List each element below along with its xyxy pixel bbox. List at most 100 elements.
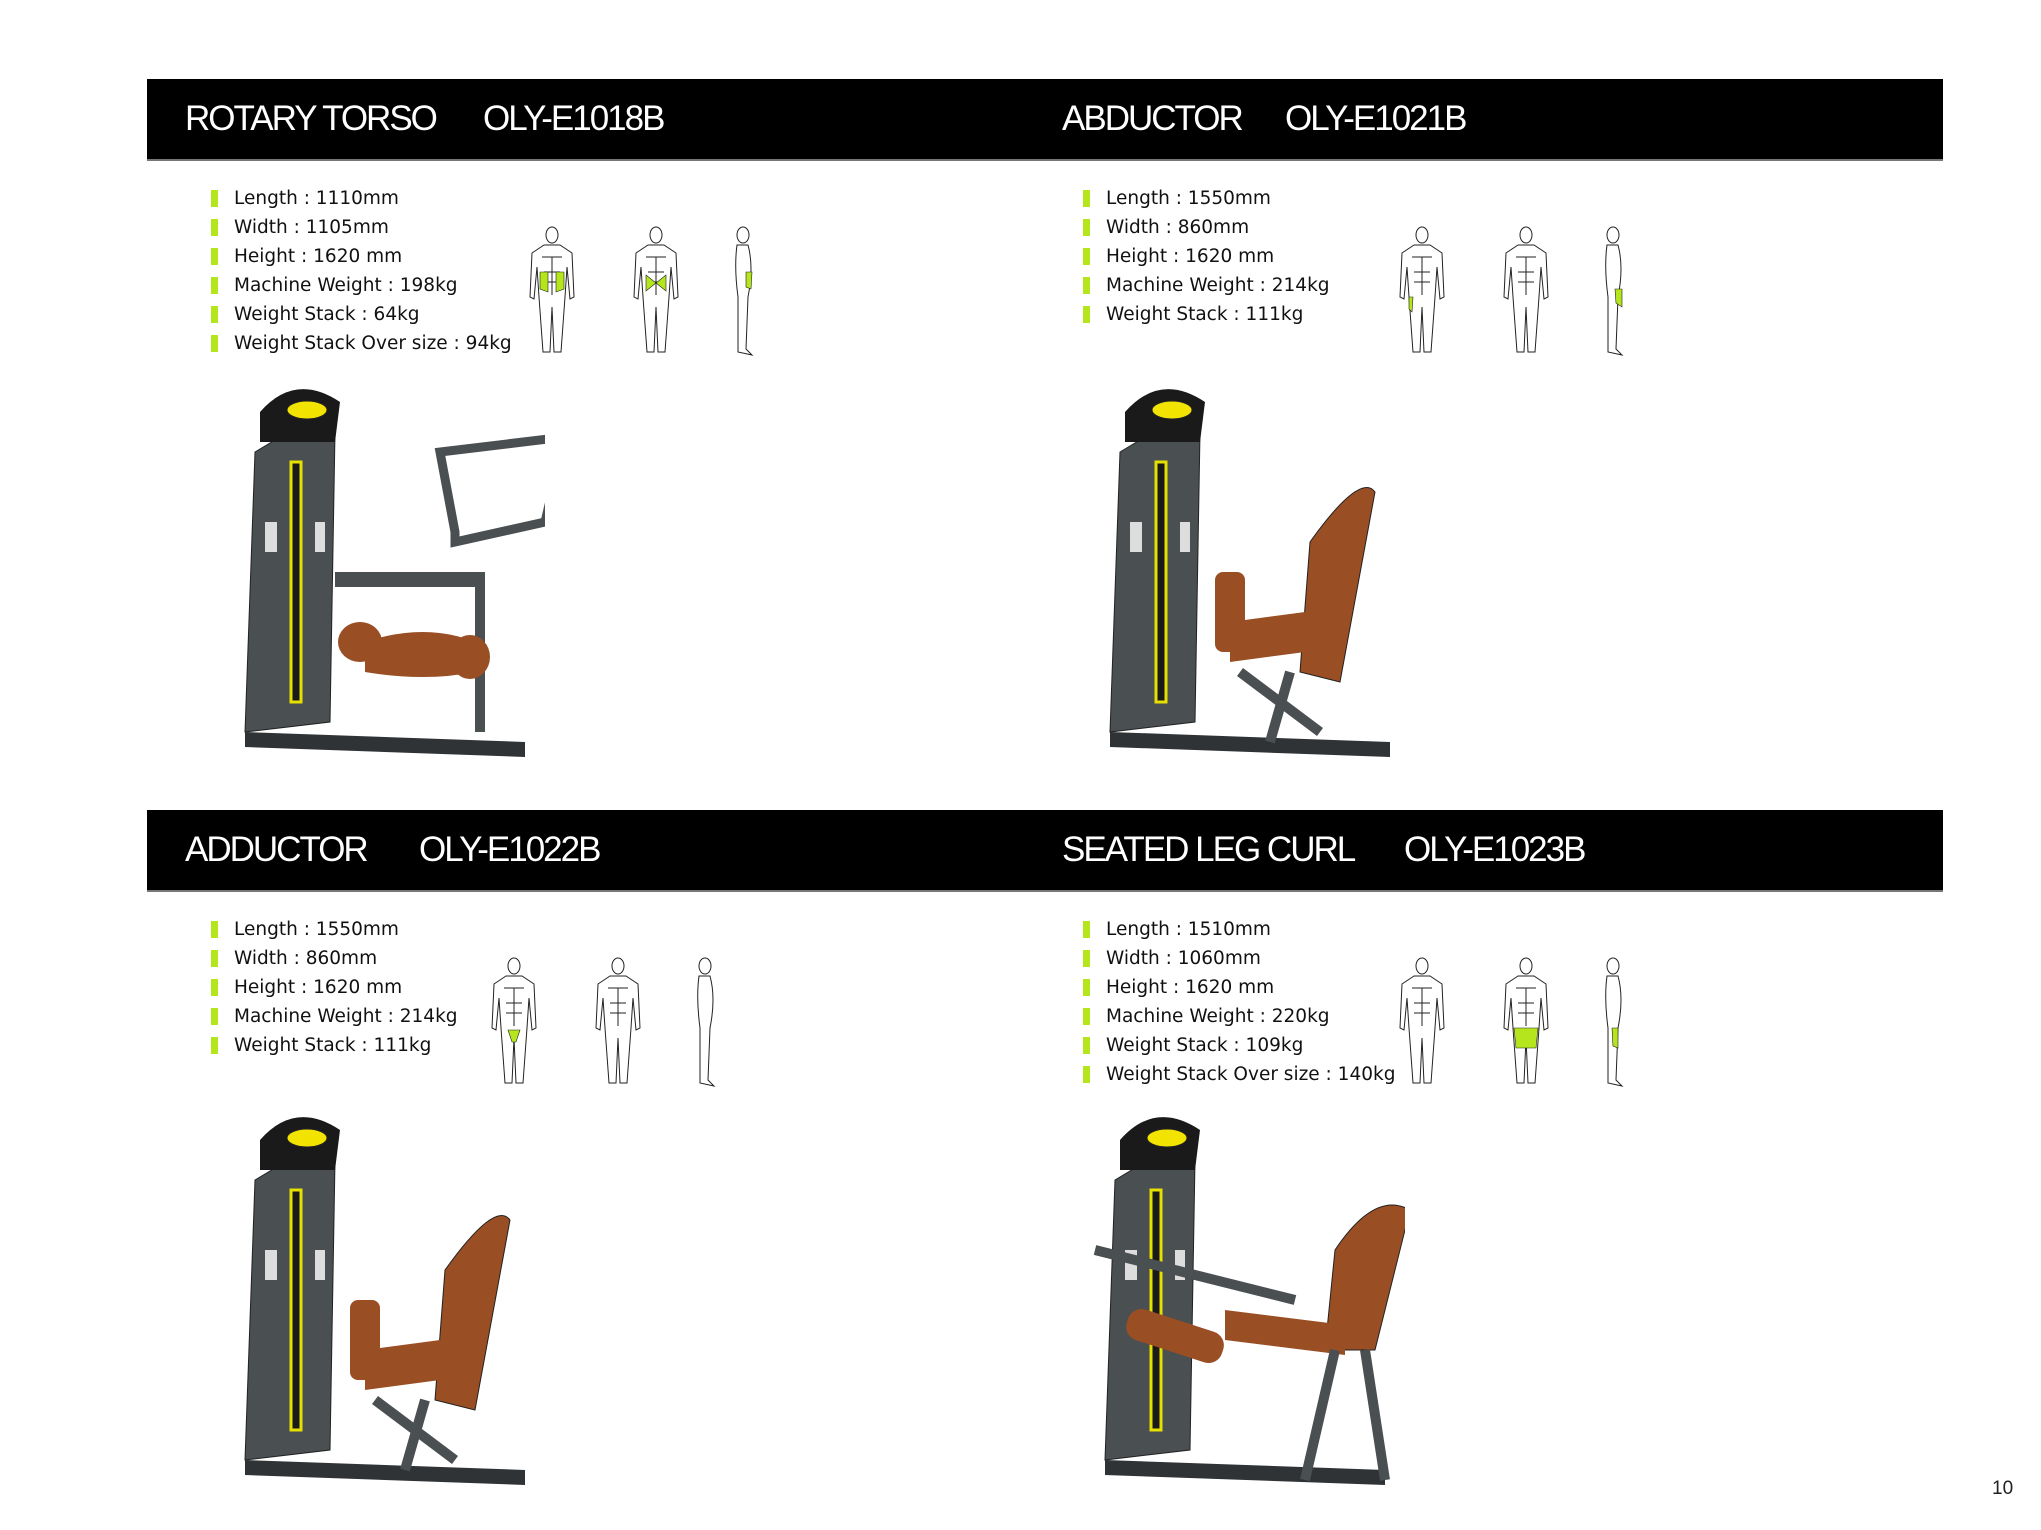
body-front-figure-icon xyxy=(529,226,575,353)
product-model: OLY-E1018B xyxy=(483,99,665,138)
spec-text: Length : 1510mm xyxy=(1106,919,1271,940)
product-model: OLY-E1022B xyxy=(419,830,601,869)
spec-item: Length : 1510mm xyxy=(1083,915,1395,944)
spec-text: Weight Stack : 64kg xyxy=(234,304,420,325)
spec-item: Machine Weight : 198kg xyxy=(211,271,512,300)
machine-image xyxy=(1109,389,1390,757)
body-back-figure-icon xyxy=(1503,226,1549,353)
product-model: OLY-E1023B xyxy=(1404,830,1586,869)
bullet-icon xyxy=(211,335,218,352)
bullet-icon xyxy=(1083,190,1090,207)
spec-text: Length : 1550mm xyxy=(234,919,399,940)
spec-item: Machine Weight : 214kg xyxy=(1083,271,1330,300)
spec-item: Machine Weight : 214kg xyxy=(211,1002,458,1031)
machine-photo xyxy=(225,1100,545,1505)
machine-photo xyxy=(225,372,571,777)
spec-item: Machine Weight : 220kg xyxy=(1083,1002,1395,1031)
bullet-icon xyxy=(1083,219,1090,236)
spec-text: Weight Stack : 111kg xyxy=(234,1035,432,1056)
product-title: ADDUCTOR xyxy=(185,830,369,869)
bullet-icon xyxy=(211,219,218,236)
spec-text: Weight Stack Over size : 94kg xyxy=(234,333,512,354)
spec-text: Machine Weight : 214kg xyxy=(234,1006,458,1027)
spec-item: Weight Stack Over size : 94kg xyxy=(211,329,512,358)
bullet-icon xyxy=(1083,306,1090,323)
body-front-figure-icon xyxy=(1399,957,1445,1084)
bullet-icon xyxy=(211,979,218,996)
spec-item: Width : 860mm xyxy=(211,944,458,973)
muscle-diagram xyxy=(482,953,730,1088)
body-side-figure-icon xyxy=(697,957,716,1087)
spec-item: Width : 860mm xyxy=(1083,213,1330,242)
bullet-icon xyxy=(1083,277,1090,294)
page-number: 10 xyxy=(1992,1478,2014,1499)
bullet-icon xyxy=(211,921,218,938)
spec-item: Length : 1550mm xyxy=(211,915,458,944)
bullet-icon xyxy=(211,950,218,967)
spec-text: Height : 1620 mm xyxy=(1106,977,1275,998)
spec-text: Weight Stack : 109kg xyxy=(1106,1035,1304,1056)
muscle-diagram xyxy=(520,222,768,357)
machine-photo xyxy=(1090,372,1410,777)
bullet-icon xyxy=(211,190,218,207)
spec-text: Machine Weight : 198kg xyxy=(234,275,458,296)
bullet-icon xyxy=(211,277,218,294)
spec-text: Width : 1060mm xyxy=(1106,948,1261,969)
spec-text: Width : 860mm xyxy=(234,948,378,969)
body-back-figure-icon xyxy=(595,957,641,1084)
spec-item: Width : 1060mm xyxy=(1083,944,1395,973)
banner-bottom: ADDUCTOR OLY-E1022B SEATED LEG CURL OLY-… xyxy=(147,810,1943,892)
spec-item: Height : 1620 mm xyxy=(1083,242,1330,271)
spec-item: Height : 1620 mm xyxy=(211,242,512,271)
machine-image xyxy=(244,389,571,757)
spec-text: Machine Weight : 214kg xyxy=(1106,275,1330,296)
spec-item: Length : 1110mm xyxy=(211,184,512,213)
spec-item: Weight Stack : 111kg xyxy=(211,1031,458,1060)
body-front-figure-icon xyxy=(1399,226,1445,353)
product-model: OLY-E1021B xyxy=(1285,99,1467,138)
bullet-icon xyxy=(211,1037,218,1054)
machine-photo xyxy=(1085,1100,1411,1505)
body-side-figure-icon xyxy=(1605,226,1624,356)
spec-item: Length : 1550mm xyxy=(1083,184,1330,213)
bullet-icon xyxy=(1083,1008,1090,1025)
spec-text: Height : 1620 mm xyxy=(234,977,403,998)
spec-item: Weight Stack : 111kg xyxy=(1083,300,1330,329)
spec-item: Height : 1620 mm xyxy=(1083,973,1395,1002)
spec-text: Length : 1550mm xyxy=(1106,188,1271,209)
bullet-icon xyxy=(211,1008,218,1025)
spec-item: Width : 1105mm xyxy=(211,213,512,242)
spec-text: Height : 1620 mm xyxy=(1106,246,1275,267)
body-back-figure-icon xyxy=(633,226,679,353)
banner-top: ROTARY TORSO OLY-E1018B ABDUCTOR OLY-E10… xyxy=(147,79,1943,161)
bullet-icon xyxy=(211,248,218,265)
bullet-icon xyxy=(1083,1066,1090,1083)
muscle-diagram xyxy=(1390,222,1638,357)
bullet-icon xyxy=(1083,248,1090,265)
bullet-icon xyxy=(1083,1037,1090,1054)
body-back-figure-icon xyxy=(1503,957,1549,1084)
body-side-figure-icon xyxy=(735,226,754,356)
spec-text: Width : 1105mm xyxy=(234,217,389,238)
body-side-figure-icon xyxy=(1605,957,1624,1087)
bullet-icon xyxy=(1083,979,1090,996)
muscle-diagram xyxy=(1390,953,1638,1088)
spec-text: Weight Stack Over size : 140kg xyxy=(1106,1064,1396,1085)
spec-text: Length : 1110mm xyxy=(234,188,399,209)
spec-text: Machine Weight : 220kg xyxy=(1106,1006,1330,1027)
machine-image xyxy=(1093,1117,1411,1485)
bullet-icon xyxy=(1083,950,1090,967)
bullet-icon xyxy=(1083,921,1090,938)
spec-item: Weight Stack : 109kg xyxy=(1083,1031,1395,1060)
product-title: ABDUCTOR xyxy=(1062,99,1244,138)
spec-item: Height : 1620 mm xyxy=(211,973,458,1002)
product-title: SEATED LEG CURL xyxy=(1062,830,1356,869)
body-front-figure-icon xyxy=(491,957,537,1084)
spec-text: Height : 1620 mm xyxy=(234,246,403,267)
machine-image xyxy=(244,1117,525,1485)
product-title: ROTARY TORSO xyxy=(185,99,438,138)
